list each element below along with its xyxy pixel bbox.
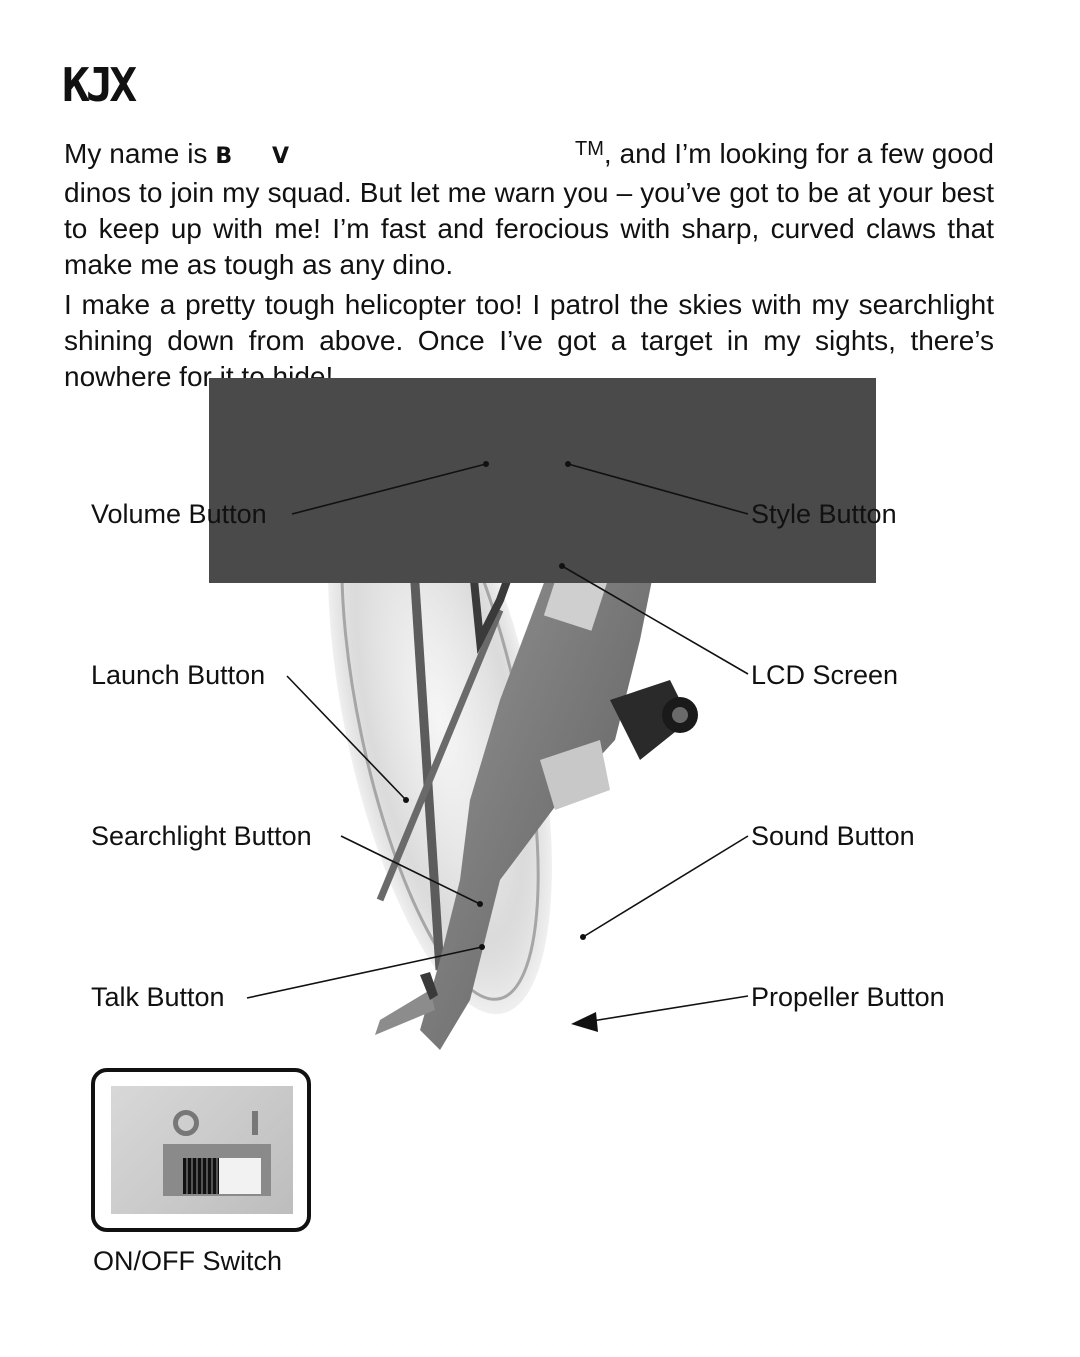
switch-knob [183, 1158, 219, 1194]
power-on-icon [252, 1111, 258, 1135]
switch-track [163, 1144, 271, 1196]
character-name-glyphs: B V [215, 144, 305, 169]
page-heading: KJX [62, 58, 137, 112]
sound-leader [582, 835, 749, 938]
switch-plate [111, 1086, 293, 1214]
searchlight-leader [340, 835, 481, 905]
label-volume-button: Volume Button [91, 499, 267, 529]
intro-paragraph-1: My name is B V TM, and I’m looking for a … [64, 131, 994, 283]
propeller-leader [591, 995, 749, 1022]
intro-paragraph-2: I make a pretty tough helicopter too! I … [64, 289, 994, 392]
lcd-leader [561, 565, 749, 675]
overlay-block [209, 378, 876, 583]
label-talk-button: Talk Button [91, 982, 225, 1012]
label-sound-button: Sound Button [751, 821, 915, 851]
label-launch-button: Launch Button [91, 660, 266, 690]
intro-lead: My name is [64, 138, 208, 169]
intro-rest: , and I’m looking for a few good dinos t… [64, 138, 994, 280]
propeller-arrow-head [571, 1012, 598, 1032]
label-style-button: Style Button [751, 499, 897, 529]
power-off-icon [173, 1110, 199, 1136]
volume-leader [291, 463, 487, 515]
on-off-switch-illustration [91, 1068, 311, 1232]
label-on-off-switch: ON/OFF Switch [93, 1246, 283, 1276]
label-searchlight-button: Searchlight Button [91, 821, 312, 851]
label-lcd-screen: LCD Screen [751, 660, 899, 690]
label-propeller-button: Propeller Button [751, 982, 945, 1012]
style-leader [567, 463, 749, 515]
trademark-mark: TM [574, 138, 604, 160]
launch-leader [286, 675, 407, 801]
talk-leader [246, 946, 483, 999]
